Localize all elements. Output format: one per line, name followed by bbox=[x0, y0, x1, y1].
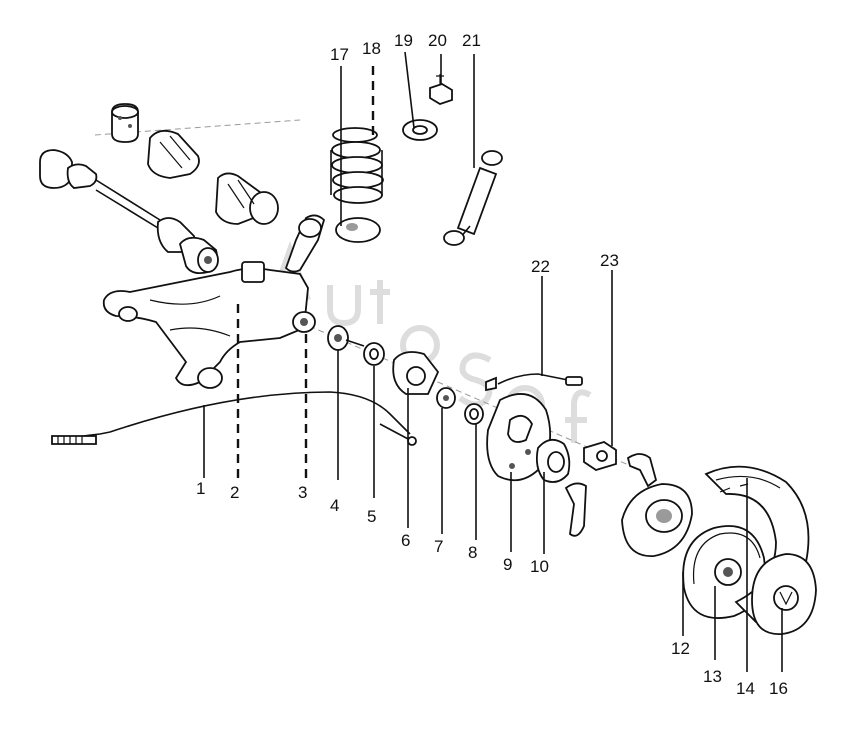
callout-8: 8 bbox=[468, 543, 477, 562]
spring-seat bbox=[335, 217, 381, 243]
drive-shaft bbox=[39, 149, 219, 275]
callout-12: 12 bbox=[671, 639, 690, 658]
callout-22: 22 bbox=[531, 257, 550, 276]
callout-14: 14 bbox=[736, 679, 755, 698]
lock-washer bbox=[464, 403, 484, 425]
callout-6: 6 bbox=[401, 531, 410, 550]
axle-centerline bbox=[299, 321, 641, 471]
handbrake-cable bbox=[51, 391, 417, 446]
callout-21: 21 bbox=[462, 31, 481, 50]
shock-absorber bbox=[443, 150, 503, 246]
callout-5: 5 bbox=[367, 507, 376, 526]
brake-drum bbox=[621, 483, 693, 557]
coil-spring bbox=[330, 127, 384, 204]
hub-cap bbox=[751, 553, 817, 635]
callout-2: 2 bbox=[230, 483, 239, 502]
callout-17: 17 bbox=[330, 45, 349, 64]
bushing-top bbox=[111, 103, 139, 143]
nut bbox=[429, 74, 453, 105]
callout-7: 7 bbox=[434, 537, 443, 556]
wheel-bearing-carrier bbox=[392, 351, 440, 395]
wheel-rim bbox=[682, 525, 766, 619]
callout-13: 13 bbox=[703, 667, 722, 686]
brake-shoe-lower bbox=[564, 482, 587, 537]
bearing-outer bbox=[436, 387, 456, 409]
leader-lines bbox=[203, 51, 783, 672]
callout-1: 1 bbox=[196, 479, 205, 498]
callout-9: 9 bbox=[503, 555, 512, 574]
bump-stop bbox=[215, 172, 279, 225]
callout-23: 23 bbox=[600, 251, 619, 270]
bearing-inner bbox=[327, 325, 365, 351]
callout-18: 18 bbox=[362, 39, 381, 58]
brake-hose bbox=[485, 373, 583, 392]
wheel-cylinder bbox=[583, 441, 617, 471]
callout-3: 3 bbox=[298, 483, 307, 502]
brake-shoe-upper bbox=[626, 453, 658, 488]
callout-labels: 1 2 3 4 5 6 7 8 9 10 12 13 14 16 17 18 1… bbox=[196, 31, 788, 698]
callout-20: 20 bbox=[428, 31, 447, 50]
rear-axle-subframe bbox=[102, 214, 326, 389]
callout-19: 19 bbox=[394, 31, 413, 50]
seal-ring bbox=[363, 342, 385, 366]
wheel-hub bbox=[535, 438, 571, 483]
callout-4: 4 bbox=[330, 496, 339, 515]
callout-10: 10 bbox=[530, 557, 549, 576]
washer bbox=[402, 119, 438, 141]
callout-16: 16 bbox=[769, 679, 788, 698]
rubber-mount bbox=[147, 129, 200, 179]
